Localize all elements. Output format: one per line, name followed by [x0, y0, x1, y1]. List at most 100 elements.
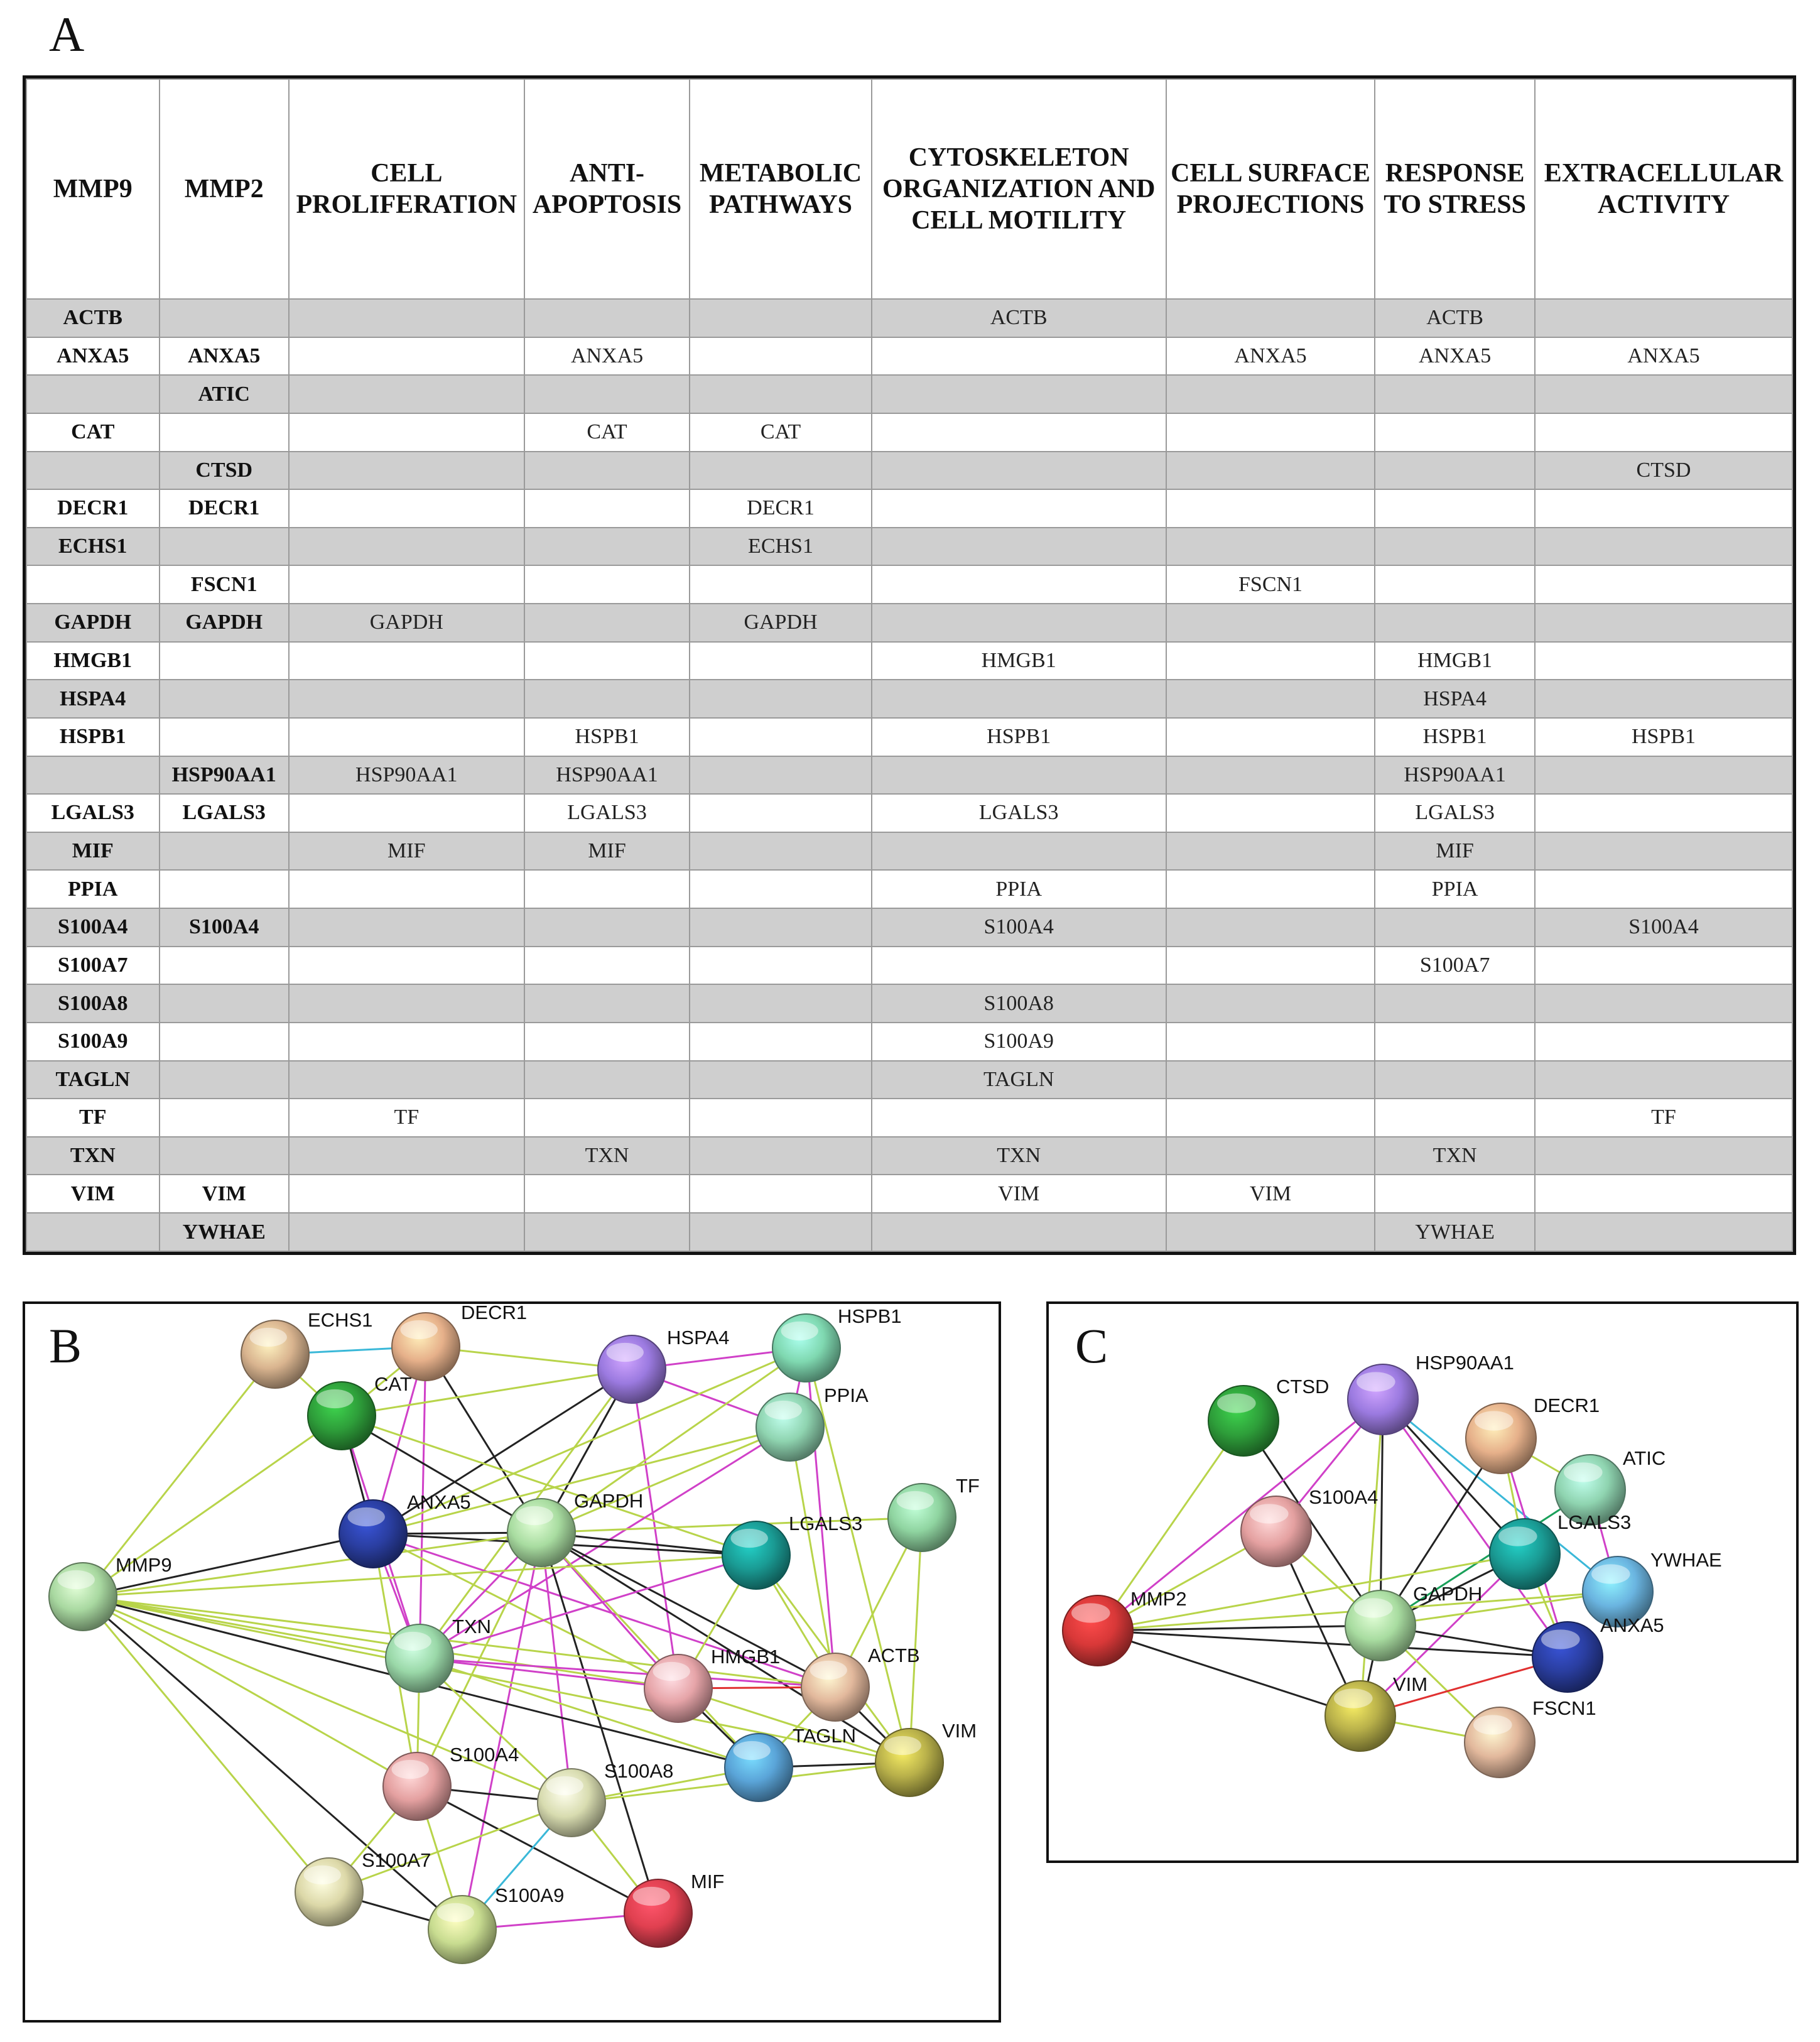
- table-cell: DECR1: [689, 489, 872, 528]
- edge-cat-gapdh: [341, 1415, 542, 1534]
- node-lgals3: LGALS3: [722, 1512, 862, 1590]
- table-cell: CAT: [689, 412, 872, 452]
- table-cell: [288, 908, 525, 947]
- table-cell: S100A7: [26, 945, 160, 986]
- edge-s100a4-mif: [416, 1785, 659, 1914]
- node-label: DECR1: [461, 1304, 527, 1323]
- node-highlight: [781, 1321, 818, 1341]
- table-cell: PPIA: [1374, 869, 1536, 909]
- table-cell: [1374, 1021, 1536, 1062]
- edge-lgals3-txn: [419, 1554, 757, 1659]
- node-cat: CAT: [307, 1373, 412, 1450]
- table-cell: [689, 908, 872, 947]
- node-highlight: [436, 1903, 474, 1923]
- table-cell: [870, 1212, 1167, 1252]
- edge-echs1-mmp9: [82, 1354, 276, 1597]
- node-label: LGALS3: [1557, 1511, 1631, 1533]
- node-hmgb1: HMGB1: [644, 1646, 780, 1723]
- table-cell: [870, 603, 1167, 643]
- node-highlight: [884, 1735, 921, 1756]
- column-header: EXTRACELLULAR ACTIVITY: [1534, 79, 1793, 300]
- node-sphere: [875, 1728, 944, 1797]
- table-cell: [1165, 945, 1376, 986]
- table-cell: [1374, 908, 1536, 947]
- node-label: ANXA5: [407, 1491, 471, 1513]
- table-cell: [1374, 565, 1536, 604]
- node-sphere: [385, 1624, 454, 1693]
- table-cell: ACTB: [1374, 298, 1536, 338]
- table-cell: [689, 298, 872, 338]
- table-cell: FSCN1: [158, 565, 290, 604]
- node-label: MIF: [691, 1871, 724, 1893]
- node-highlight: [391, 1759, 429, 1779]
- table-cell: GAPDH: [689, 603, 872, 643]
- node-label: PPIA: [824, 1384, 869, 1406]
- table-cell: TXN: [870, 1136, 1167, 1176]
- table-cell: [689, 1098, 872, 1138]
- table-cell: [1165, 1060, 1376, 1100]
- table-cell: [689, 717, 872, 757]
- table-cell: [288, 1174, 525, 1214]
- table-cell: [523, 489, 691, 528]
- edge-decr1-gapdh: [1379, 1438, 1502, 1626]
- node-label: YWHAE: [1650, 1549, 1722, 1571]
- node-label: ECHS1: [308, 1309, 372, 1331]
- table-cell: [1165, 1212, 1376, 1252]
- table-cell: [1534, 1060, 1793, 1100]
- table-cell: [689, 831, 872, 871]
- node-decr1: DECR1: [391, 1304, 527, 1381]
- node-sphere: [428, 1895, 497, 1964]
- table-cell: [523, 298, 691, 338]
- node-highlight: [347, 1507, 385, 1527]
- table-cell: TF: [26, 1098, 160, 1138]
- table-cell: [689, 869, 872, 909]
- table-cell: ATIC: [158, 374, 290, 414]
- table-cell: [158, 641, 290, 681]
- table-cell: [158, 1098, 290, 1138]
- table-cell: S100A8: [870, 984, 1167, 1023]
- node-sphere: [1347, 1364, 1419, 1435]
- table-cell: [158, 412, 290, 452]
- table-cell: [870, 489, 1167, 528]
- table-cell: [689, 641, 872, 681]
- interaction-network-c: CTSDHSP90AA1DECR1ATICS100A4LGALS3YWHAEMM…: [1062, 1352, 1722, 1778]
- node-gapdh: GAPDH: [507, 1490, 643, 1567]
- table-cell: MIF: [26, 831, 160, 871]
- table-cell: [689, 1060, 872, 1100]
- node-sphere: [724, 1733, 793, 1802]
- table-cell: PPIA: [26, 869, 160, 909]
- node-txn: TXN: [385, 1616, 491, 1693]
- node-highlight: [1071, 1603, 1110, 1623]
- table-cell: HSPB1: [1374, 717, 1536, 757]
- node-sphere: [507, 1498, 576, 1567]
- table-cell: [1165, 489, 1376, 528]
- table-cell: [870, 831, 1167, 871]
- table-cell: [870, 526, 1167, 567]
- table-cell: [1534, 412, 1793, 452]
- node-highlight: [810, 1660, 847, 1680]
- node-highlight: [764, 1400, 802, 1420]
- table-cell: ANXA5: [26, 336, 160, 376]
- table-cell: S100A7: [1374, 945, 1536, 986]
- node-highlight: [1217, 1393, 1256, 1413]
- edge-mmp9-s100a4: [82, 1595, 418, 1788]
- table-cell: [158, 1060, 290, 1100]
- table-cell: HSP90AA1: [158, 755, 290, 795]
- column-header: CELL PROLIFERATION: [288, 79, 525, 300]
- node-highlight: [896, 1491, 934, 1511]
- node-label: HMGB1: [711, 1646, 780, 1668]
- column-header: ANTI-APOPTOSIS: [523, 79, 691, 300]
- table-cell: ANXA5: [1374, 336, 1536, 376]
- table-row: ATIC: [26, 374, 1793, 414]
- node-tf: TF: [887, 1475, 980, 1552]
- panel-letter-b: B: [49, 1318, 82, 1373]
- node-sphere: [772, 1313, 841, 1382]
